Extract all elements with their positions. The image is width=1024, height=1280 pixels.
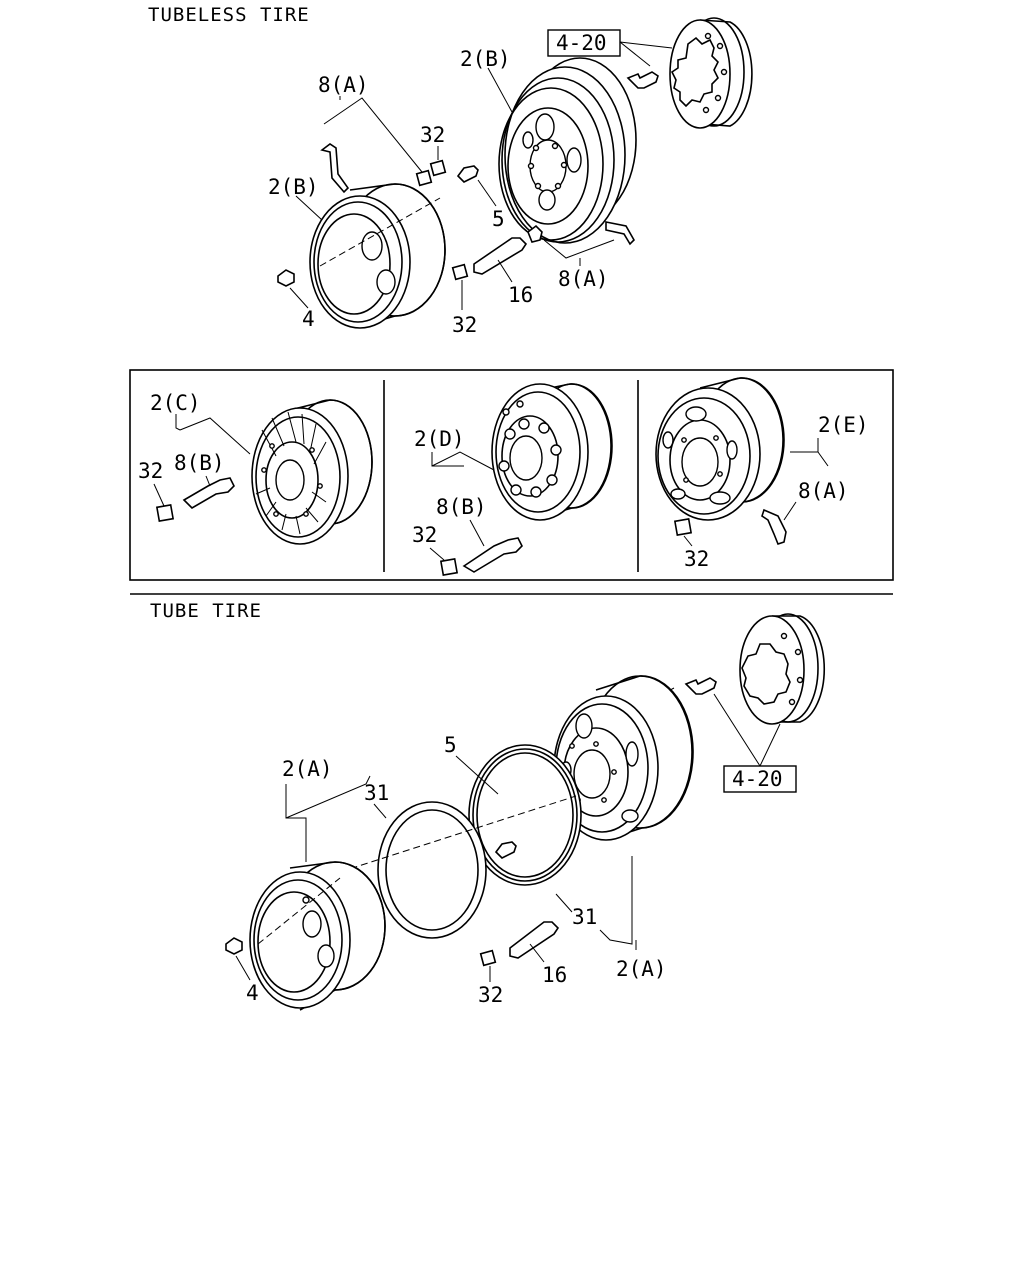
wheel-outer-upper <box>309 183 446 329</box>
valve-8b-variant-d <box>462 537 523 573</box>
valve-8b-d-label: 8(B) <box>436 495 487 519</box>
cap-32-variant-c <box>155 503 175 523</box>
valve-8b-variant-c <box>182 477 235 510</box>
wheel-b-upper-label: 2(B) <box>460 47 511 71</box>
valve-8b-c-label: 8(B) <box>174 451 225 475</box>
valve-8a-upper-label: 8(A) <box>318 73 369 97</box>
valve-8a-e-label: 8(A) <box>798 479 849 503</box>
nut-4-upper-label: 4 <box>302 307 315 331</box>
extension-16-lower <box>509 921 560 959</box>
cap-32-upper-low <box>451 263 469 281</box>
hub-lower <box>684 613 826 725</box>
valve-5-lower <box>494 841 517 859</box>
section-title-tube: TUBE TIRE <box>150 600 262 622</box>
cap-32-upper-label: 32 <box>420 123 445 147</box>
flap-31-left-label: 31 <box>364 781 389 805</box>
cap-32-upper <box>429 159 447 177</box>
valve-8a-upper-right <box>605 221 635 246</box>
cap-32-c-label: 32 <box>138 459 163 483</box>
cap-32-bottom-label: 32 <box>478 983 503 1007</box>
wheel-variant-e <box>655 377 785 521</box>
flap-31-left <box>377 801 487 939</box>
wheel-c-label: 2(C) <box>150 391 201 415</box>
cap-32-e-label: 32 <box>684 547 709 571</box>
valve-5-lower-label: 5 <box>444 733 457 757</box>
variants-frame <box>129 369 894 581</box>
wheel-b-lower-label: 2(B) <box>268 175 319 199</box>
ref-hub-upper-label: 4-20 <box>556 31 607 55</box>
cap-32-bottom <box>479 949 497 967</box>
valve-5-upper-label: 5 <box>492 207 505 231</box>
wheel-variant-d <box>491 383 613 521</box>
valve-5-upper <box>456 165 479 183</box>
cap-32-lower-label: 32 <box>452 313 477 337</box>
nut-4-lower-label: 4 <box>246 981 259 1005</box>
cap-32-variant-d <box>439 557 459 577</box>
cap-32-d-label: 32 <box>412 523 437 547</box>
wheel-outer-lower <box>249 861 386 1011</box>
extension-16-lower-label: 16 <box>542 963 567 987</box>
nut-upper-right <box>527 224 543 243</box>
valve-8a-lower-label: 8(A) <box>558 267 609 291</box>
ref-box-upper <box>547 29 621 57</box>
wheel-d-label: 2(D) <box>414 427 465 451</box>
extension-16-upper-label: 16 <box>508 283 533 307</box>
nut-upper-mid <box>415 169 433 187</box>
wheel-a-left-label: 2(A) <box>282 757 333 781</box>
wheel-variant-c <box>251 399 373 545</box>
wheel-a-right-label: 2(A) <box>616 957 667 981</box>
wheel-inner-upper <box>498 57 637 244</box>
hub-upper <box>626 17 753 129</box>
ref-hub-lower-label: 4-20 <box>732 767 783 791</box>
ref-box-lower <box>723 765 797 793</box>
valve-8a-variant-e <box>761 508 787 545</box>
flap-31-right-label: 31 <box>572 905 597 929</box>
nut-4-lower <box>225 937 243 955</box>
cap-32-variant-e <box>673 517 693 537</box>
valve-8a-upper-left <box>320 143 350 194</box>
wheel-e-label: 2(E) <box>818 413 869 437</box>
extension-16-upper <box>473 237 528 275</box>
section-title-tubeless: TUBELESS TIRE <box>148 4 310 26</box>
nut-4-upper <box>277 269 295 287</box>
